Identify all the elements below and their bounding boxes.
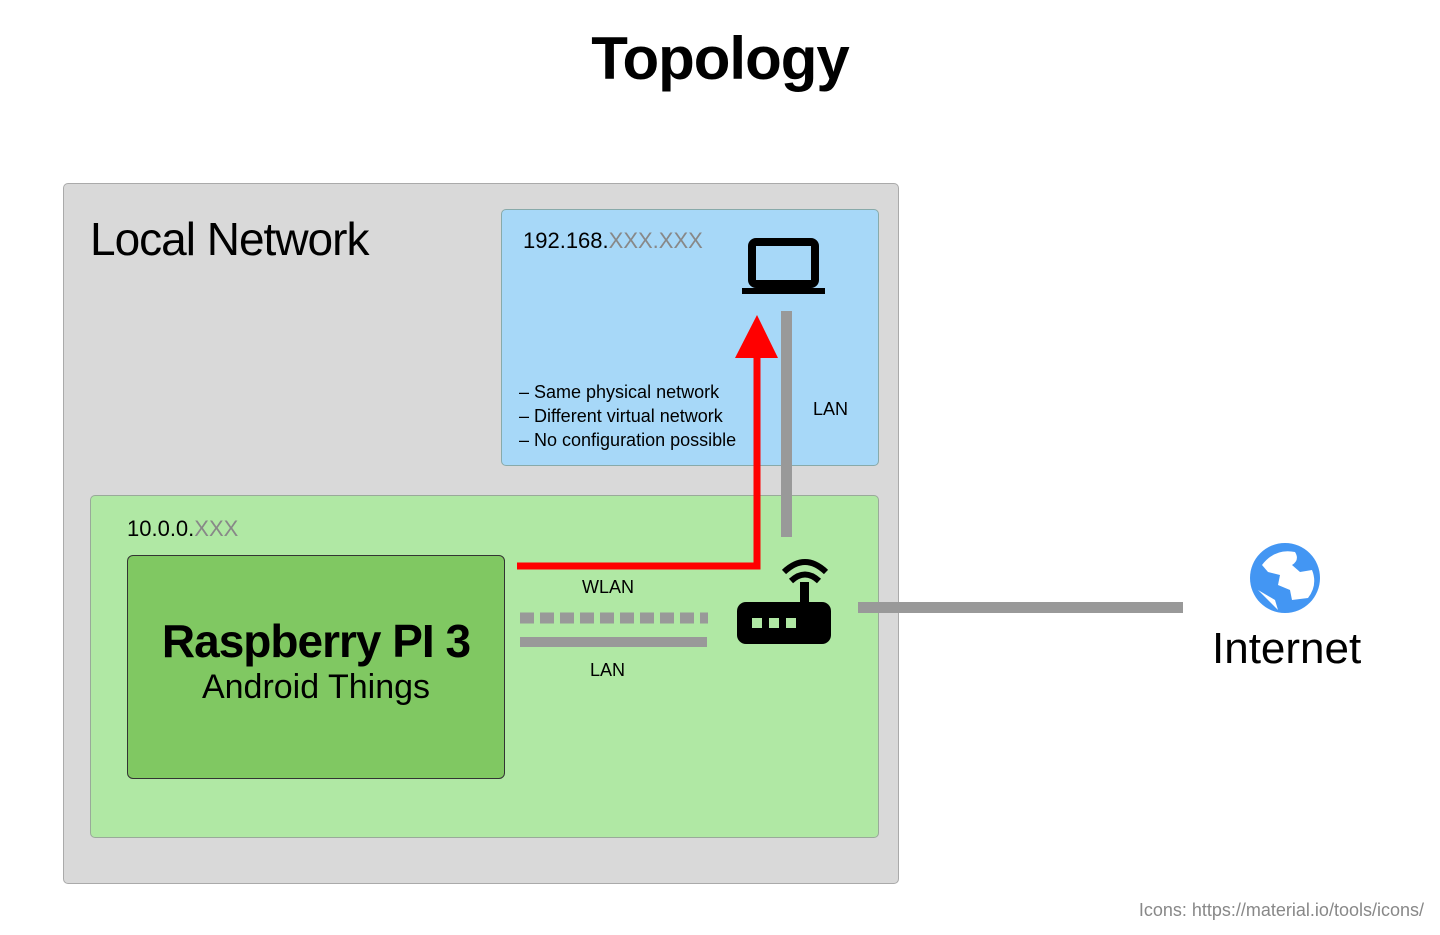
device-name: Raspberry PI 3: [161, 615, 471, 667]
raspberry-pi-box: Raspberry PI 3 Android Things: [127, 555, 505, 779]
lan-label-bottom: LAN: [590, 660, 626, 680]
device-os: Android Things: [201, 668, 431, 706]
diagram-title: Topology: [591, 25, 850, 92]
wan-link: [858, 602, 1183, 613]
virtual-network-notes: – Same physical network – Different virt…: [519, 380, 736, 452]
laptop-icon: [742, 238, 825, 294]
lan-link-pi: [520, 637, 707, 647]
note: – Same physical network: [519, 382, 720, 402]
lan-link-laptop: [781, 311, 792, 537]
arrow-head: [735, 315, 778, 358]
note: – No configuration possible: [519, 430, 737, 450]
device-network-ip: 10.0.0.XXX: [127, 516, 238, 542]
ip-masked: XXX.XXX: [608, 228, 703, 253]
router-icon: [737, 559, 831, 644]
icon-credit: Icons: https://material.io/tools/icons/: [1138, 900, 1424, 920]
virtual-network-ip: 192.168.XXX.XXX: [523, 228, 703, 254]
red-route-arrow: [517, 350, 761, 570]
ip-prefix: 192.168.: [523, 228, 609, 253]
wlan-label: WLAN: [582, 577, 635, 597]
globe-icon: [1250, 543, 1320, 613]
local-network-label: Local Network: [90, 213, 369, 265]
note: – Different virtual network: [519, 406, 723, 426]
lan-label-top: LAN: [813, 399, 849, 419]
ip-prefix: 10.0.0.: [127, 516, 195, 541]
ip-masked: XXX: [194, 516, 239, 541]
internet-label: Internet: [1212, 624, 1362, 673]
